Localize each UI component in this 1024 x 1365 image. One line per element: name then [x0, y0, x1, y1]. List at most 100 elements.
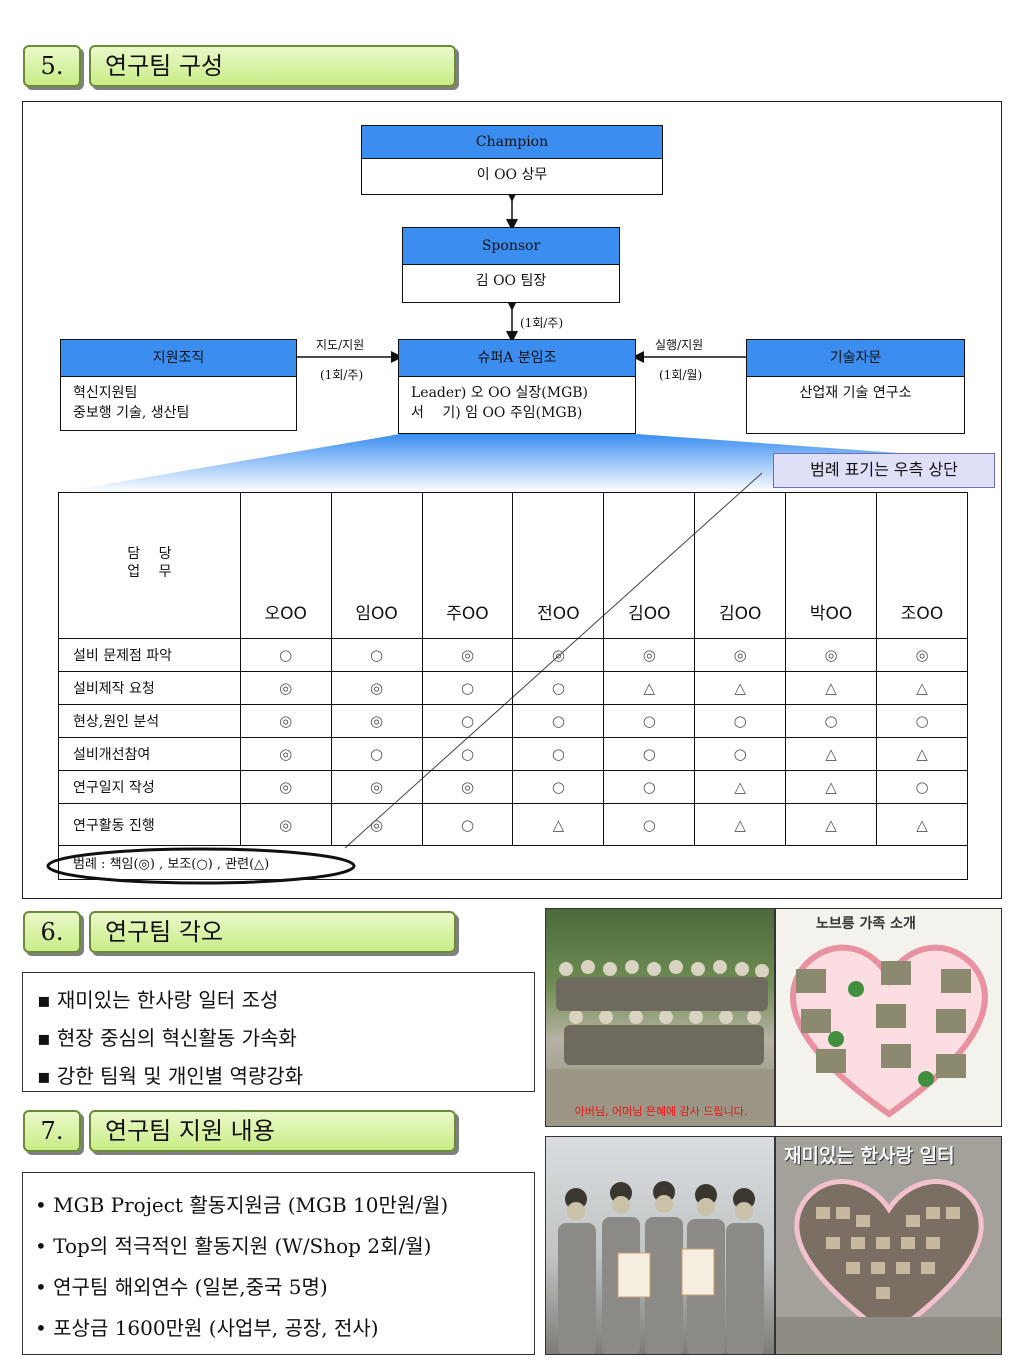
role-mark: ◎	[239, 704, 332, 738]
workplace-poster-illustration	[776, 1179, 1001, 1354]
role-mark: △	[876, 737, 968, 771]
table-row: 설비개선참여◎○○○○○△△	[58, 737, 968, 771]
resolution-item-2: ▪ 강한 팀웍 및 개인별 역량강화	[37, 1064, 304, 1088]
role-mark: ○	[239, 638, 332, 672]
support-org-line1: 혁신지원팀	[73, 385, 138, 401]
support-org-line2: 중보행 기술, 생산팀	[73, 405, 190, 421]
table-row: 설비제작 요청◎◎○○△△△△	[58, 671, 968, 705]
right-arrow-frequency: (1회/월)	[659, 368, 703, 382]
section-5-title: 연구팀 구성	[89, 45, 456, 87]
section-6-title: 연구팀 각오	[89, 911, 456, 953]
role-mark: ○	[785, 704, 877, 738]
section-7-number: 7.	[23, 1110, 81, 1152]
role-mark: ◎	[603, 638, 696, 672]
sponsor-body: 김 OO 팀장	[475, 273, 547, 289]
role-mark: ○	[694, 737, 787, 771]
role-mark: △	[785, 803, 877, 846]
role-mark: ○	[603, 704, 696, 738]
role-mark: ◎	[330, 803, 423, 846]
table-corner-header: 담 당 업 무	[58, 492, 241, 639]
role-mark: △	[876, 671, 968, 705]
support-org-box: 지원조직 혁신지원팀 중보행 기술, 생산팀	[60, 339, 297, 431]
member-name-3: 전OO	[512, 492, 605, 639]
role-mark: ◎	[330, 671, 423, 705]
champion-box: Champion 이 OO 상무	[361, 125, 663, 195]
team-group-photo: 아버님, 어머님 은혜에 감사 드립니다.	[545, 908, 775, 1127]
role-mark: ○	[421, 704, 514, 738]
task-label: 현상,원인 분석	[58, 704, 241, 738]
role-mark: ○	[421, 803, 514, 846]
responsibility-table: 담 당 업 무 오OO 임OO 주OO 전OO 김OO 김OO 박OO 조OO …	[58, 492, 968, 880]
center-team-head: 슈퍼A 분임조	[399, 340, 635, 377]
champion-head: Champion	[362, 126, 662, 159]
role-mark: ◎	[330, 704, 423, 738]
award-ceremony-illustration	[558, 1181, 764, 1354]
role-mark: ○	[694, 704, 787, 738]
role-mark: ○	[876, 770, 968, 804]
table-row: 설비 문제점 파악○○◎◎◎◎◎◎	[58, 638, 968, 672]
role-mark: ◎	[512, 638, 605, 672]
role-mark: ○	[603, 770, 696, 804]
task-label: 연구일지 작성	[58, 770, 241, 804]
sponsor-head: Sponsor	[403, 228, 619, 265]
center-team-line2: 서 기) 임 OO 주임(MGB)	[411, 405, 583, 421]
team-photo-caption: 아버님, 어머님 은혜에 감사 드립니다.	[574, 1105, 748, 1118]
section-7-title: 연구팀 지원 내용	[89, 1110, 456, 1152]
support-org-head: 지원조직	[61, 340, 296, 377]
support-item-0: • MGB Project 활동지원금 (MGB 10만원/월)	[35, 1193, 449, 1217]
role-mark: ◎	[239, 803, 332, 846]
role-mark: ◎	[239, 770, 332, 804]
section-5-number: 5.	[23, 45, 81, 87]
support-content-box: • MGB Project 활동지원금 (MGB 10만원/월) • Top의 …	[22, 1172, 535, 1355]
family-intro-title: 노브릉 가족 소개	[816, 916, 916, 932]
role-mark: ○	[330, 737, 423, 771]
role-mark: ○	[603, 803, 696, 846]
center-team-line1: Leader) 오 OO 실장(MGB)	[411, 385, 589, 401]
sponsor-box: Sponsor 김 OO 팀장	[402, 227, 620, 303]
role-mark: ◎	[876, 638, 968, 672]
role-mark: ◎	[239, 737, 332, 771]
left-arrow-label: 지도/지원	[316, 338, 365, 352]
role-mark: ○	[421, 737, 514, 771]
role-mark: ○	[512, 671, 605, 705]
resolution-box: ▪ 재미있는 한사랑 일터 조성 ▪ 현장 중심의 혁신활동 가속화 ▪ 강한 …	[22, 972, 535, 1092]
member-name-0: 오OO	[239, 492, 332, 639]
member-name-6: 박OO	[785, 492, 877, 639]
tech-advice-body: 산업재 기술 연구소	[799, 385, 912, 401]
role-mark: ○	[512, 704, 605, 738]
tech-advice-box: 기술자문 산업재 기술 연구소	[746, 339, 965, 434]
task-label: 설비개선참여	[58, 737, 241, 771]
role-mark: ○	[421, 671, 514, 705]
team-group-illustration	[546, 960, 774, 1126]
right-arrow-label: 실행/지원	[655, 338, 704, 352]
member-name-5: 김OO	[694, 492, 787, 639]
role-mark: ◎	[694, 638, 787, 672]
role-mark: △	[785, 770, 877, 804]
award-ceremony-photo	[545, 1136, 775, 1355]
fan-gradient	[60, 434, 968, 492]
table-row: 연구활동 진행◎◎○△○△△△	[58, 803, 968, 846]
task-label: 연구활동 진행	[58, 803, 241, 846]
corner-line2: 업 무	[127, 564, 172, 580]
family-intro-illustration	[790, 944, 988, 1118]
legend-location-tag: 범례 표기는 우측 상단	[773, 453, 995, 488]
role-mark: ○	[603, 737, 696, 771]
table-row: 현상,원인 분석◎◎○○○○○○	[58, 704, 968, 738]
role-mark: ◎	[330, 770, 423, 804]
role-mark: ◎	[421, 638, 514, 672]
role-mark: ◎	[421, 770, 514, 804]
role-mark: △	[512, 803, 605, 846]
role-mark: △	[694, 770, 787, 804]
resolution-item-0: ▪ 재미있는 한사랑 일터 조성	[37, 988, 279, 1012]
workplace-poster: 재미있는 한사랑 일터	[775, 1136, 1002, 1355]
role-mark: △	[603, 671, 696, 705]
left-arrow-frequency: (1회/주)	[320, 368, 364, 382]
org-chart-frame	[22, 101, 1002, 899]
family-intro-poster: 노브릉 가족 소개	[775, 908, 1002, 1127]
champion-body: 이 OO 상무	[476, 167, 548, 183]
support-item-2: • 연구팀 해외연수 (일본,중국 5명)	[35, 1275, 328, 1299]
role-mark: ○	[512, 770, 605, 804]
table-row: 연구일지 작성◎◎◎○○△△○	[58, 770, 968, 804]
support-item-3: • 포상금 1600만원 (사업부, 공장, 전사)	[35, 1316, 379, 1340]
role-mark: △	[785, 671, 877, 705]
